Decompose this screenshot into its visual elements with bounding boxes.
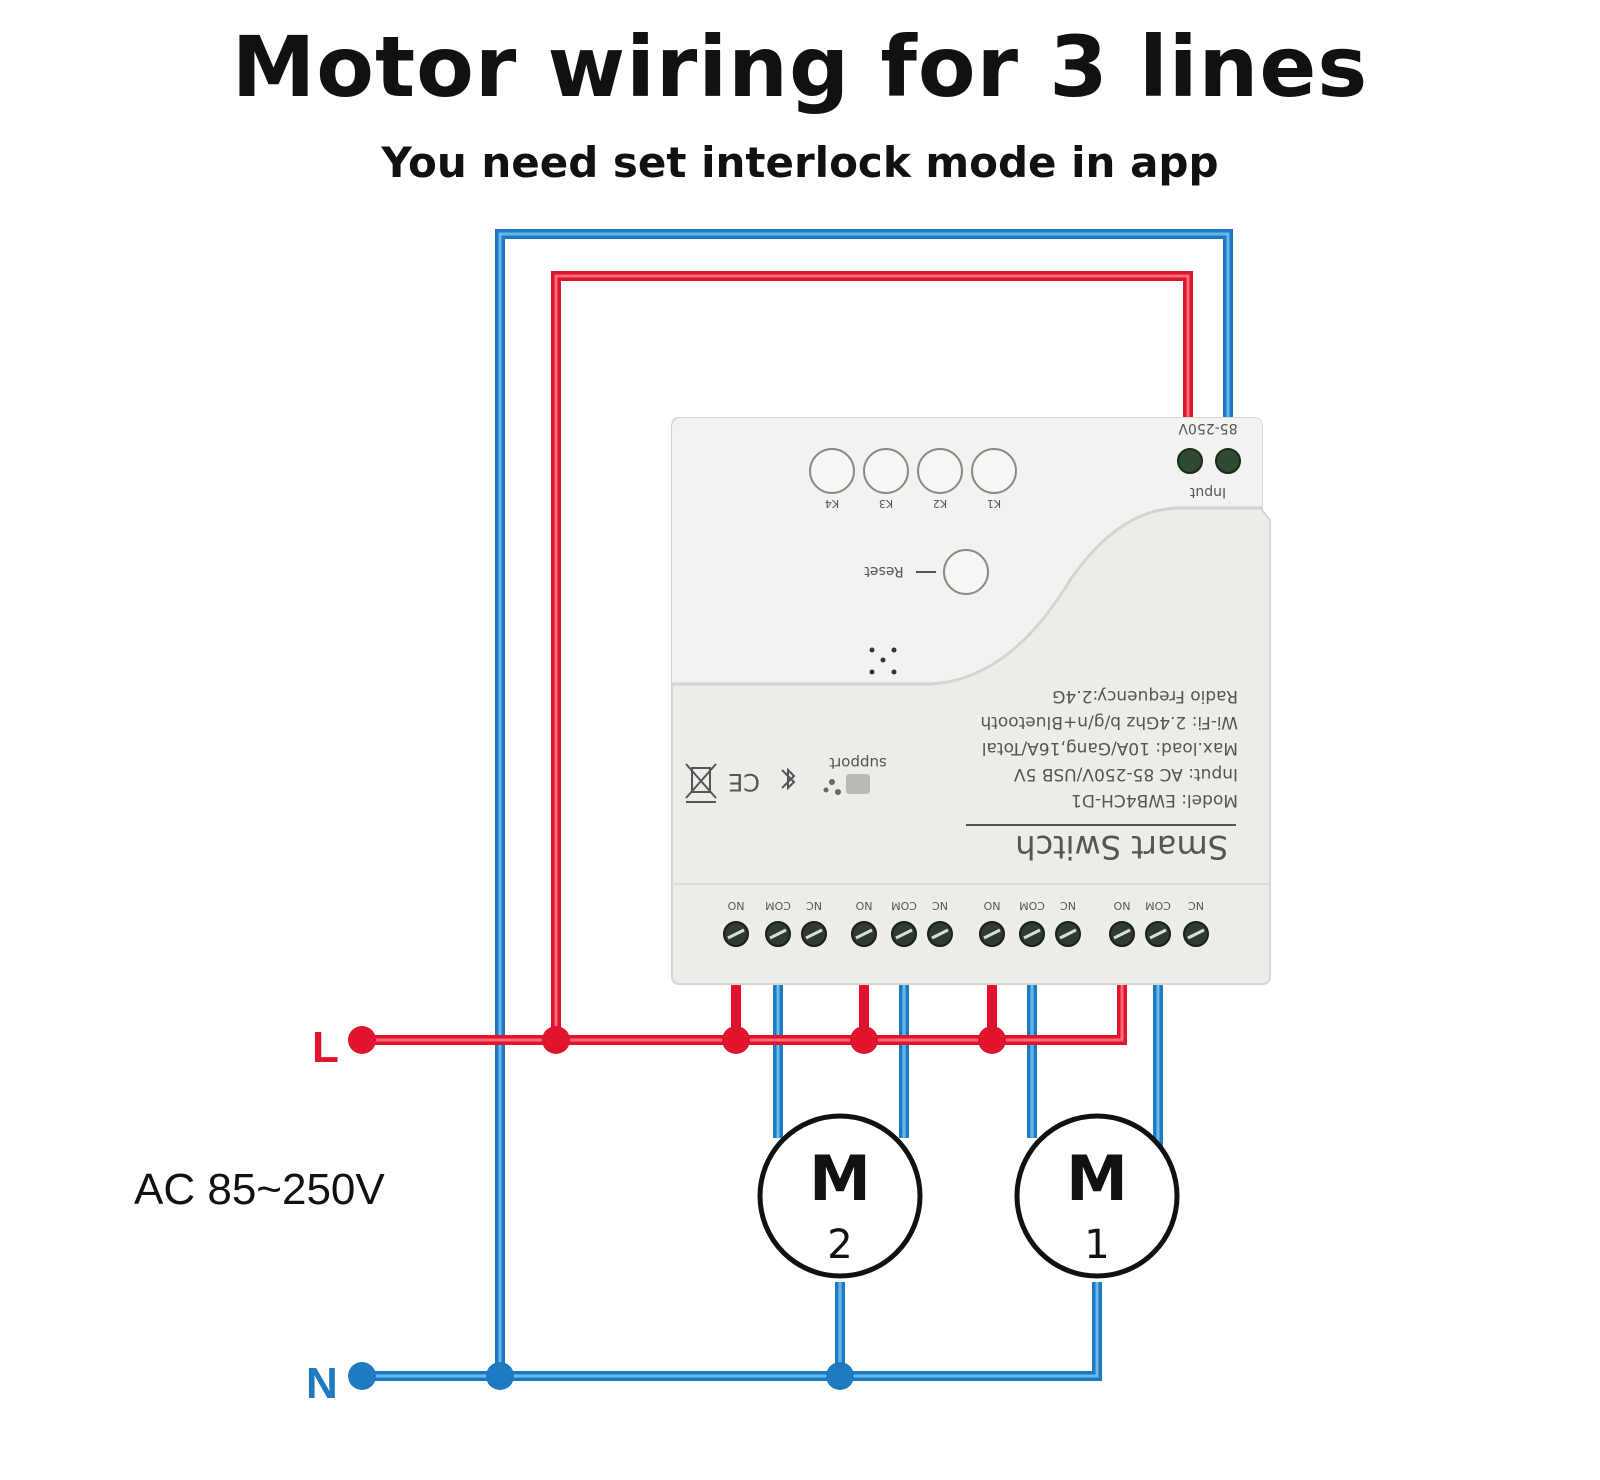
motor-2-symbol: M — [809, 1142, 871, 1215]
button-k4-label: K4 — [825, 497, 839, 510]
spec-wifi: Wi-Fi: 2.4Ghz b/g/n+Bluetooth — [980, 712, 1238, 732]
neutral-label: N — [306, 1359, 338, 1408]
weee-bin-icon — [685, 763, 717, 803]
terminal-label: NO — [727, 899, 744, 912]
terminal-label: NC — [1060, 899, 1076, 912]
terminal-screw-slot — [983, 928, 1001, 940]
button-k1-label: K1 — [987, 497, 1001, 510]
terminal-label: NC — [806, 899, 822, 912]
terminal-label: NC — [1188, 899, 1204, 912]
device-panel-edge — [672, 506, 1262, 686]
live-junction-dot — [978, 1026, 1006, 1054]
button-k3-icon — [863, 448, 909, 494]
neutral-terminal-dot — [348, 1362, 376, 1390]
smart-switch-device: 85-250V Input K4 K3 K2 K1 Reset Radio Fr… — [671, 417, 1271, 985]
terminal-screw-slot — [1187, 928, 1205, 940]
terminal-label: COM — [1145, 899, 1171, 912]
voltage-label: AC 85~250V — [134, 1165, 385, 1214]
neutral-wires — [362, 229, 1233, 1381]
status-led-icon — [869, 647, 897, 675]
live-junction-dot — [542, 1026, 570, 1054]
support-logo-icon — [823, 774, 870, 795]
terminal-label: COM — [765, 899, 791, 912]
spec-radio: Radio Frequency:2.4G — [1052, 686, 1238, 706]
button-k3-label: K3 — [879, 497, 893, 510]
neutral-bus-wire — [362, 1282, 1102, 1381]
button-k4-icon — [809, 448, 855, 494]
terminal-screw-slot — [855, 928, 873, 940]
neutral-junction-dot — [826, 1362, 854, 1390]
spec-model: Model: EWB4CH-D1 — [1071, 790, 1238, 810]
motor-2-circle — [757, 1113, 923, 1279]
motor-1-circle — [1014, 1113, 1180, 1279]
motor-1: M 1 — [1014, 1113, 1180, 1279]
terminal-screw-slot — [1059, 928, 1077, 940]
terminal-screw-slot — [727, 928, 745, 940]
spec-input: Input: AC 85-250V/USB 5V — [1014, 764, 1238, 784]
junction-dots — [348, 1026, 1006, 1390]
terminal-screw-slot — [805, 928, 823, 940]
terminal-screw-slot — [1023, 928, 1041, 940]
terminal-label: NO — [1113, 899, 1130, 912]
button-k2-label: K2 — [933, 497, 947, 510]
motor-1-number: 1 — [1084, 1222, 1109, 1268]
ce-mark-icon: CE — [728, 768, 760, 796]
reset-button-icon — [943, 549, 989, 595]
page-title: Motor wiring for 3 lines — [231, 18, 1369, 116]
neutral-junction-dot — [486, 1362, 514, 1390]
terminal-screw-slot — [1149, 928, 1167, 940]
page-subtitle: You need set interlock mode in app — [381, 138, 1219, 187]
spec-load: Max.load: 10A/Gang,16A/Total — [982, 738, 1238, 758]
live-wires — [362, 271, 1193, 1045]
input-voltage-label: 85-250V — [1178, 420, 1238, 436]
terminal-label: COM — [891, 899, 917, 912]
live-junction-dot — [850, 1026, 878, 1054]
terminal-screw-slot — [1113, 928, 1131, 940]
motor-2: M 2 — [757, 1113, 923, 1279]
terminal-label: NO — [855, 899, 872, 912]
terminal-screw-slot — [769, 928, 787, 940]
reset-label: Reset — [864, 563, 904, 579]
live-label: L — [312, 1023, 339, 1072]
device-name: Smart Switch — [1015, 828, 1228, 866]
output-terminals: NO COM NC NO COM NC NO COM NC NO COM NC — [723, 899, 1209, 947]
motor-2-number: 2 — [827, 1222, 852, 1268]
input-terminal-n — [1215, 448, 1241, 474]
terminal-screw-slot — [895, 928, 913, 940]
button-k1-icon — [971, 448, 1017, 494]
input-label: Input — [1189, 484, 1226, 500]
live-terminal-dot — [348, 1026, 376, 1054]
terminal-label: COM — [1019, 899, 1045, 912]
support-label: support — [829, 754, 887, 772]
button-k2-icon — [917, 448, 963, 494]
terminal-label: NC — [932, 899, 948, 912]
terminal-label: NO — [983, 899, 1000, 912]
bluetooth-icon — [781, 767, 796, 791]
motor-1-symbol: M — [1066, 1142, 1128, 1215]
terminal-screw-slot — [931, 928, 949, 940]
input-terminal-l — [1177, 448, 1203, 474]
spec-block: Radio Frequency:2.4G Wi-Fi: 2.4Ghz b/g/n… — [980, 686, 1238, 810]
live-junction-dot — [722, 1026, 750, 1054]
